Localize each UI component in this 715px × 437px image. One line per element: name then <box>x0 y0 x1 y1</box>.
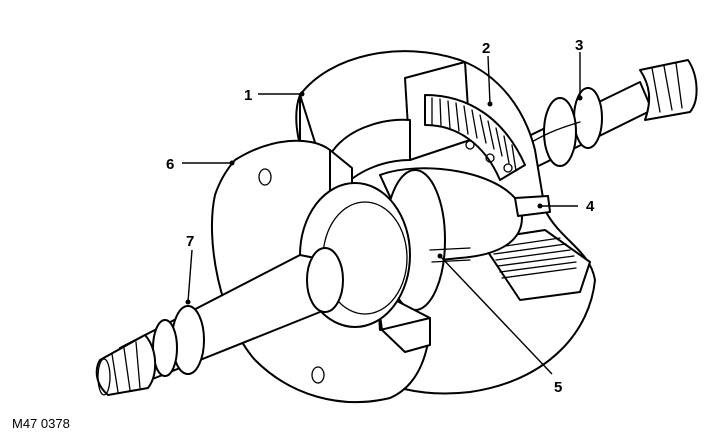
left-input-shaft <box>95 247 344 396</box>
callout-3: 3 <box>575 37 583 54</box>
callout-6: 6 <box>166 156 174 173</box>
callout-4: 4 <box>586 198 595 215</box>
leader-lines <box>182 52 583 375</box>
callout-7: 7 <box>186 233 194 250</box>
callout-2: 2 <box>482 40 490 57</box>
seal <box>514 195 551 217</box>
lower-plate-section <box>479 229 591 301</box>
inner-hub <box>379 167 523 311</box>
callout-1: 1 <box>244 87 252 104</box>
plate-stack <box>424 94 526 181</box>
callout-5: 5 <box>554 379 562 396</box>
figure-reference-code: M47 0378 <box>12 416 70 431</box>
